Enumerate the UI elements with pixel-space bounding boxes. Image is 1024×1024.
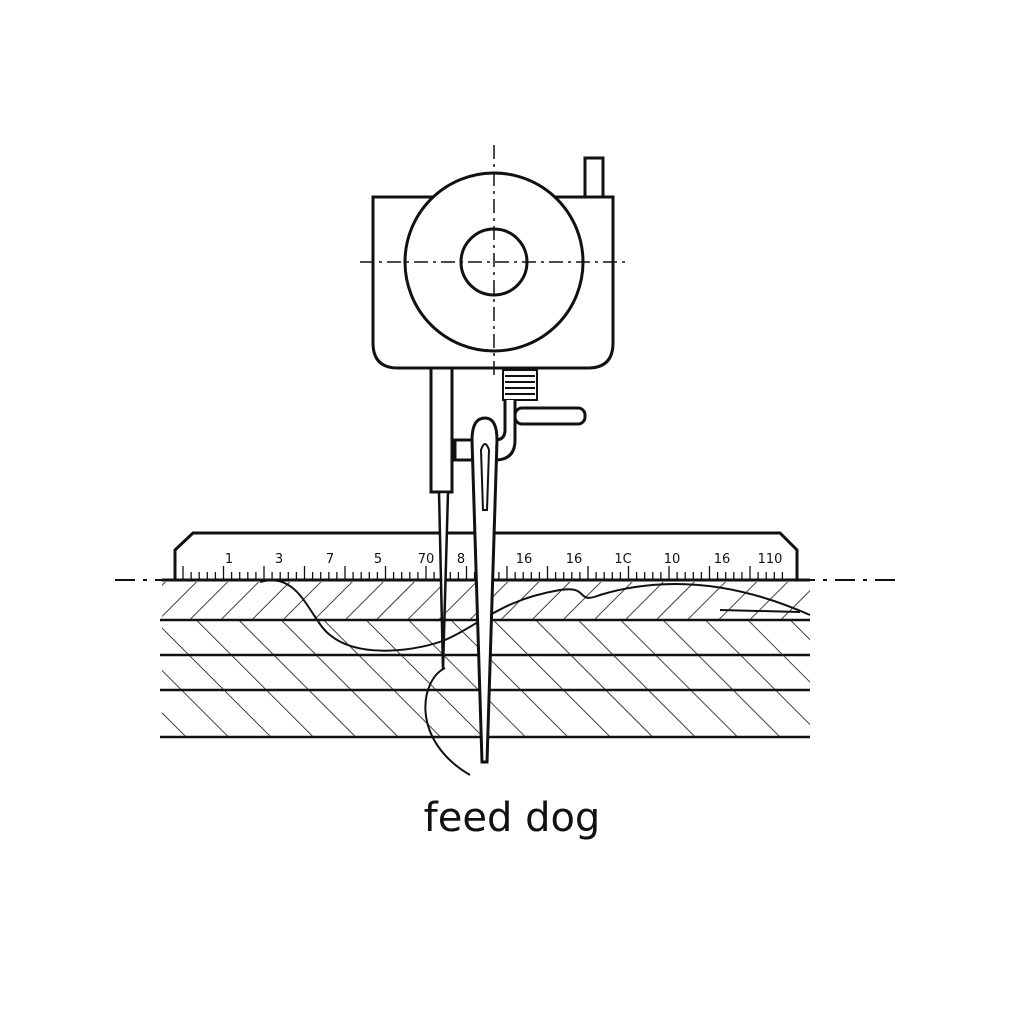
- ruler-label: 3: [275, 552, 283, 567]
- ruler-label: 70: [418, 552, 435, 567]
- ruler-label: 7: [326, 552, 334, 567]
- ruler-label: 110: [758, 552, 783, 567]
- ruler-labels: 1 3 7 5 70 8 16 16 1C 10 16 110: [225, 552, 783, 567]
- ruler-label: 16: [566, 552, 583, 567]
- ruler-label: 16: [516, 552, 533, 567]
- machine-head: [360, 145, 625, 380]
- ruler-label: 16: [714, 552, 731, 567]
- ruler-label: 10: [664, 552, 681, 567]
- ruler-label: 1: [225, 552, 233, 567]
- ruler-label: 8: [457, 552, 465, 567]
- ruler-label: 1C: [614, 552, 631, 567]
- thread: [259, 579, 811, 776]
- needle: [470, 416, 499, 764]
- tension-spring: [453, 369, 587, 462]
- ruler-label: 5: [374, 552, 382, 567]
- caption-label: feed dog: [423, 795, 601, 841]
- presser-bar: [429, 366, 454, 671]
